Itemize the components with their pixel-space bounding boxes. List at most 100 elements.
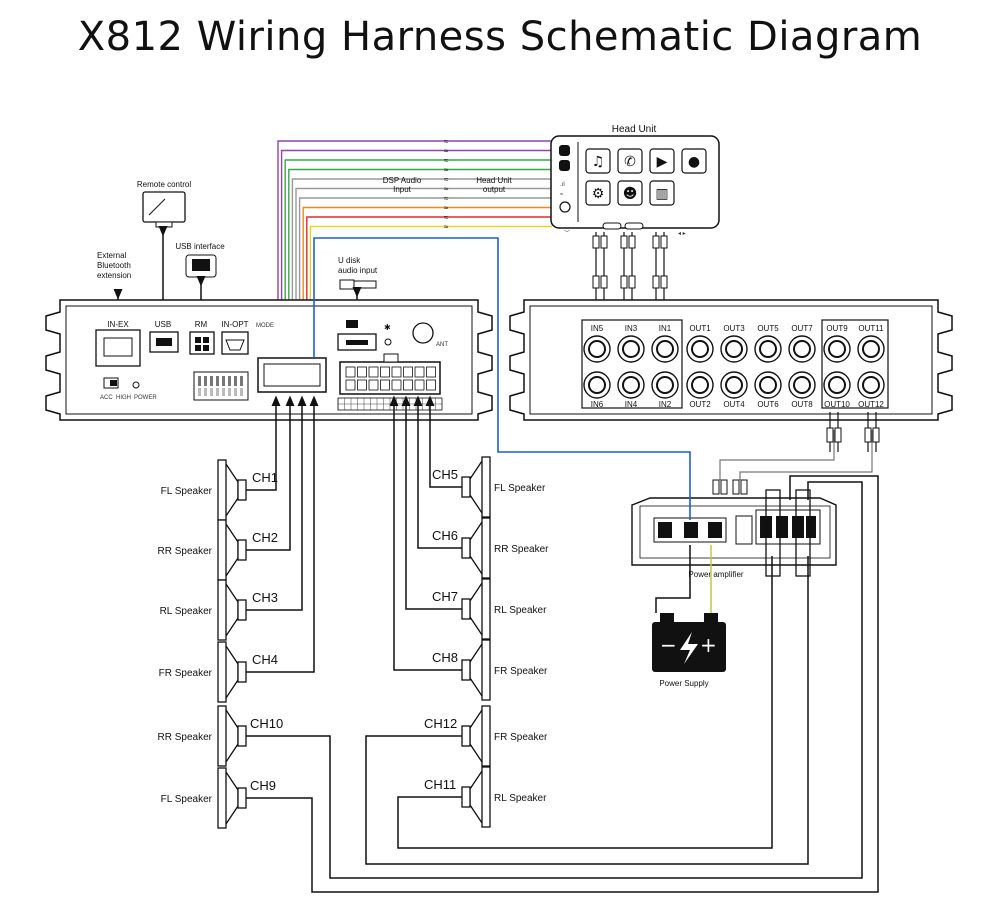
dip-switch[interactable] <box>210 388 213 396</box>
rca-label: OUT6 <box>757 400 779 409</box>
svg-text:+: + <box>700 633 717 657</box>
remote-control-label: Remote control <box>137 180 191 189</box>
dip-switch[interactable] <box>234 388 237 396</box>
connector-pin <box>357 379 367 391</box>
rca-plug-icon <box>864 427 872 443</box>
settings-icon[interactable] <box>585 180 611 206</box>
connector-pin <box>414 379 425 391</box>
music-icon-glyph: ♫ <box>592 154 605 170</box>
contacts-icon[interactable] <box>617 180 643 206</box>
speaker-wire <box>365 556 809 865</box>
music-icon[interactable] <box>585 148 611 174</box>
amp-output-wire <box>795 489 811 577</box>
port-label: IN-OPT <box>221 320 248 329</box>
dip-switch[interactable] <box>204 388 207 396</box>
port-label: MODE <box>256 323 274 329</box>
book-icon[interactable] <box>649 180 675 206</box>
speaker-icon <box>461 578 491 640</box>
channel-label: CH12 <box>424 716 457 731</box>
dip-switch[interactable] <box>216 376 219 386</box>
speaker-icon <box>217 641 247 703</box>
dip-switch[interactable] <box>210 376 213 386</box>
channel-label: CH9 <box>250 778 276 793</box>
speaker-icon <box>217 767 247 829</box>
rca-label: IN5 <box>591 324 604 333</box>
play-icon[interactable] <box>649 148 675 174</box>
wire-break-icon: ≈ <box>444 147 449 156</box>
rca-plug-icon <box>592 235 600 249</box>
wire-break-icon: ≈ <box>444 166 449 175</box>
signal-icon: .ıl <box>560 182 565 188</box>
dip-switch-block[interactable] <box>193 371 249 401</box>
rca-label: OUT3 <box>723 324 745 333</box>
usb-display-icon <box>192 259 210 271</box>
battery: − + Power Supply <box>652 613 726 688</box>
speaker-label: RR Speaker <box>158 732 213 743</box>
dip-switch[interactable] <box>222 376 225 386</box>
speaker-label: FL Speaker <box>161 794 213 805</box>
hu-button-icon <box>559 160 570 171</box>
rca-label: IN2 <box>659 400 672 409</box>
speaker-wire <box>246 395 319 673</box>
book-icon-glyph: ▥ <box>655 186 668 202</box>
channel-label: CH5 <box>432 467 458 482</box>
connector-pin <box>368 379 379 391</box>
rca-label: OUT12 <box>858 400 884 409</box>
dip-switch[interactable] <box>222 388 225 396</box>
speaker-label: FL Speaker <box>161 486 213 497</box>
chat-icon-glyph: ● <box>688 154 700 170</box>
speaker-icon <box>217 519 247 581</box>
speaker-icon <box>461 705 491 767</box>
connector-pin <box>380 379 390 391</box>
rca-plug-icon <box>620 275 628 289</box>
svg-text:−: − <box>660 633 677 657</box>
dip-switch[interactable] <box>240 388 243 396</box>
wire-break-icon: ≈ <box>444 185 449 194</box>
phone-icon[interactable] <box>617 148 643 174</box>
dip-switch[interactable] <box>228 376 231 386</box>
dip-switch[interactable] <box>228 388 231 396</box>
speaker-icon <box>461 517 491 579</box>
amp-output-wire <box>765 489 781 577</box>
ant-label: ANT <box>436 342 448 348</box>
rca-plug-icon <box>660 275 668 289</box>
rca-label: OUT2 <box>689 400 711 409</box>
speaker-label: RR Speaker <box>494 544 549 555</box>
dip-switch[interactable] <box>216 388 219 396</box>
wire-break-icon: ≈ <box>444 213 449 222</box>
speaker-label: RL Speaker <box>494 793 547 804</box>
speaker-label: RL Speaker <box>494 605 547 616</box>
dip-switch[interactable] <box>234 376 237 386</box>
speaker-icon <box>461 639 491 701</box>
hu-button-icon <box>559 145 570 156</box>
power-amplifier-label: Power amplifier <box>688 570 743 579</box>
harness-wire <box>280 149 552 360</box>
head-unit-label: Head Unit <box>612 124 657 135</box>
channel-label: CH8 <box>432 650 458 665</box>
speaker-icon <box>217 705 247 767</box>
channel-label: CH11 <box>424 777 456 792</box>
speaker-icon <box>217 459 247 521</box>
volume-icon: ◂ ▸ <box>678 231 686 237</box>
power-amplifier: Power amplifier <box>631 497 837 579</box>
rca-plug-icon <box>628 275 636 289</box>
speaker-label: RR Speaker <box>158 546 213 557</box>
connector-pin <box>368 366 379 378</box>
phone-icon-glyph: ✆ <box>624 154 636 170</box>
speaker-icon <box>461 456 491 518</box>
port-label: RM <box>195 320 208 329</box>
speaker-wire <box>246 395 295 551</box>
monitor-icon <box>142 191 186 223</box>
rca-plug-icon <box>620 235 628 249</box>
channel-label: CH3 <box>252 590 278 605</box>
connector-pin <box>426 366 436 378</box>
harness-connector <box>257 357 327 393</box>
chat-icon[interactable] <box>681 148 707 174</box>
dip-switch[interactable] <box>198 376 201 386</box>
dip-switch[interactable] <box>240 376 243 386</box>
dip-switch[interactable] <box>204 376 207 386</box>
speaker-wire <box>397 556 773 849</box>
dip-switch[interactable] <box>198 388 201 396</box>
